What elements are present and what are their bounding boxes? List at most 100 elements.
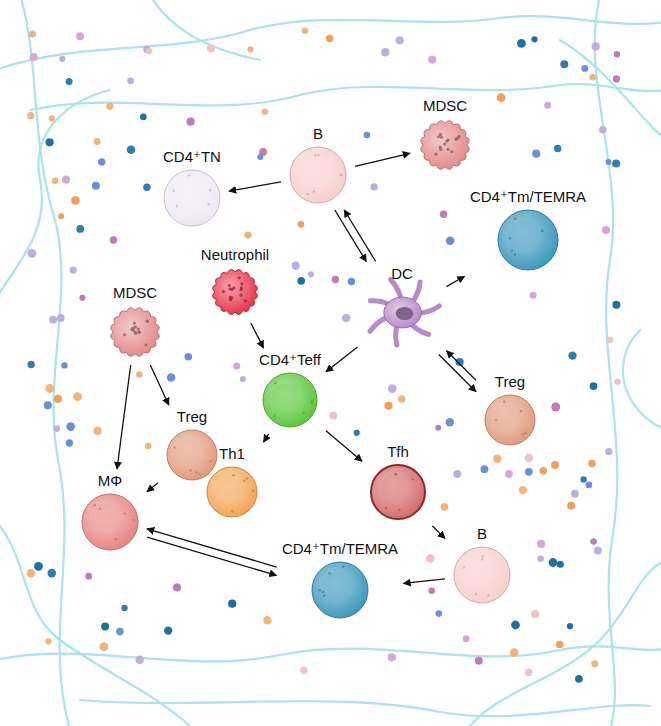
molecule-dot	[396, 36, 404, 44]
molecule-dot	[493, 455, 501, 463]
cell-granule	[481, 558, 483, 560]
cell-node: Tfh	[365, 443, 431, 523]
molecule-dot	[136, 371, 142, 377]
molecule-dot	[591, 660, 598, 667]
cell-granule	[317, 154, 319, 156]
molecule-dot	[594, 547, 602, 555]
molecule-dot	[100, 642, 109, 651]
cell-granule	[541, 230, 543, 232]
cell-granule	[124, 512, 126, 514]
cell-illustration	[367, 461, 429, 523]
molecule-dot	[453, 470, 461, 478]
molecule-dot	[348, 278, 355, 285]
cell-granule	[273, 415, 275, 417]
molecule-dot	[381, 48, 390, 57]
cell-granule	[144, 343, 147, 346]
cell-granule	[222, 290, 225, 293]
cell-granule	[115, 538, 117, 540]
cell-illustration	[105, 302, 165, 362]
cell-label: Neutrophil	[199, 246, 272, 264]
cell-granule	[146, 320, 149, 323]
molecule-dot	[436, 610, 443, 617]
molecule-dot	[329, 412, 337, 420]
cell-nucleus	[508, 221, 541, 254]
molecule-dot	[262, 108, 268, 114]
cell-granule	[246, 477, 248, 479]
molecule-dot	[537, 540, 545, 548]
cell-label: Treg	[161, 408, 223, 426]
molecule-dot	[612, 160, 620, 168]
cell-label: CD4⁺Teff	[257, 351, 323, 369]
molecule-dot	[228, 600, 236, 608]
molecule-dot	[61, 362, 67, 368]
cell-nucleus	[395, 306, 413, 319]
cell-granule	[394, 473, 396, 475]
cell-granule	[303, 412, 305, 414]
molecule-dot	[66, 78, 73, 85]
cell-granule	[237, 276, 240, 279]
molecule-dot	[440, 211, 447, 218]
cell-granule	[509, 237, 511, 239]
molecule-dot	[46, 384, 55, 393]
cell-nucleus	[380, 474, 410, 504]
molecule-dot	[66, 439, 73, 446]
cell-granule	[319, 589, 321, 591]
molecule-dot	[525, 454, 533, 462]
molecule-dot	[76, 32, 84, 40]
cell-granule	[133, 322, 136, 325]
molecule-dot	[589, 74, 596, 81]
cell-node: Treg	[161, 408, 223, 484]
molecule-dot	[605, 448, 612, 455]
arrow-connector	[147, 483, 158, 492]
molecule-dot	[398, 395, 405, 402]
cell-body	[312, 562, 368, 618]
arrow-connector	[326, 431, 362, 462]
cell-granule	[311, 399, 313, 401]
molecule-dot	[187, 118, 195, 126]
cell-granule	[195, 471, 197, 473]
cell-label: DC	[361, 265, 444, 283]
molecule-dot	[127, 146, 136, 155]
molecule-dot	[127, 77, 134, 84]
molecule-dot	[30, 53, 38, 61]
cell-granule	[340, 174, 342, 176]
arrow-connector	[150, 365, 169, 405]
arrow-connector	[447, 276, 465, 286]
molecule-dot	[371, 183, 378, 190]
cell-label: MΦ	[76, 472, 144, 490]
molecule-dot	[257, 154, 263, 160]
molecule-dot	[94, 427, 102, 435]
cell-body	[164, 170, 220, 226]
cell-granule	[174, 446, 176, 448]
molecule-dot	[342, 314, 351, 323]
cell-granule	[322, 591, 324, 593]
cell-granule	[385, 507, 387, 509]
molecule-dot	[185, 353, 193, 361]
cell-label: B	[448, 525, 516, 543]
molecule-dot	[456, 358, 464, 366]
molecule-dot	[554, 145, 561, 152]
background-dots	[27, 28, 621, 683]
molecule-dot	[544, 102, 551, 109]
cell-granule	[503, 401, 505, 403]
cell-nucleus	[463, 557, 494, 588]
cell-granule	[457, 135, 460, 138]
cell-granule	[443, 142, 446, 145]
cell-nucleus	[493, 404, 521, 432]
cell-granule	[231, 510, 233, 512]
molecule-dot	[52, 177, 59, 184]
cell-body	[485, 395, 535, 445]
cell-nucleus	[173, 180, 204, 211]
cell-granule	[440, 136, 443, 139]
cell-granule	[132, 326, 135, 329]
molecule-dot	[140, 114, 147, 121]
cell-granule	[463, 566, 465, 568]
cell-granule	[189, 469, 191, 471]
molecule-dot	[49, 316, 57, 324]
arrow-connector	[147, 529, 277, 567]
molecule-dot	[66, 422, 75, 431]
molecule-dot	[428, 56, 436, 64]
cell-granule	[450, 150, 453, 153]
